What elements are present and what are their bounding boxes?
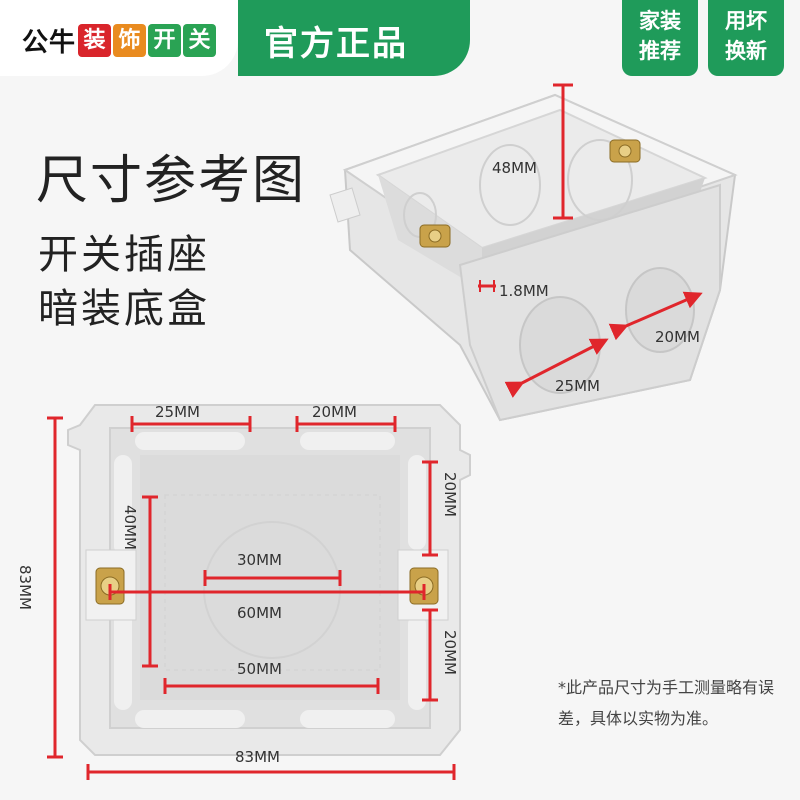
dim-label-bottom-inner: 50MM: [237, 660, 282, 678]
dim-label-right-top: 20MM: [441, 472, 459, 517]
brand-name: 公牛: [22, 28, 77, 58]
box-front-view: [67, 404, 471, 756]
dim-label-outer-height: 83MM: [16, 565, 34, 610]
dim-label-outer-width: 83MM: [235, 748, 280, 766]
official-banner: 官方正品: [238, 0, 470, 76]
tag-line: 换新: [725, 39, 767, 63]
brand-logo-box: 公牛 装 饰 开 关: [0, 0, 238, 76]
tag-replace-new: 用坏 换新: [708, 0, 784, 76]
dim-label-height-3d: 48MM: [492, 159, 537, 177]
tag-line: 家装: [639, 9, 681, 33]
dim-label-right-bottom: 20MM: [441, 630, 459, 675]
tag-line: 用坏: [725, 9, 767, 33]
dim-label-top-right: 20MM: [312, 403, 357, 421]
dim-label-left-inner: 40MM: [121, 505, 139, 550]
dim-label-knockout-20: 20MM: [655, 328, 700, 346]
brand-chip-2: 饰: [113, 24, 147, 57]
page-title: 尺寸参考图: [36, 151, 307, 211]
box-3d-view: [329, 93, 738, 422]
tag-home-recommend: 家装 推荐: [622, 0, 698, 76]
dim-label-center-small: 30MM: [237, 551, 282, 569]
brand-chip-4: 关: [183, 24, 217, 57]
subtitle-line-2: 暗装底盒: [38, 286, 210, 332]
dim-label-knockout-25: 25MM: [555, 377, 600, 395]
dim-label-wall: 1.8MM: [499, 282, 549, 300]
header-bar: 公牛 装 饰 开 关 官方正品 家装 推荐 用坏 换新: [0, 0, 800, 88]
subtitle-line-1: 开关插座: [38, 232, 210, 278]
disclaimer-note: *此产品尺寸为手工测量略有误差，具体以实物为准。: [558, 678, 775, 728]
dim-label-top-left: 25MM: [155, 403, 200, 421]
official-label: 官方正品: [264, 24, 408, 64]
dim-label-center-large: 60MM: [237, 604, 282, 622]
brand-chip-1: 装: [78, 24, 112, 57]
tag-line: 推荐: [639, 39, 681, 63]
brand-chip-3: 开: [148, 24, 182, 57]
brand-logo: 公牛 装 饰 开 关: [22, 22, 217, 59]
